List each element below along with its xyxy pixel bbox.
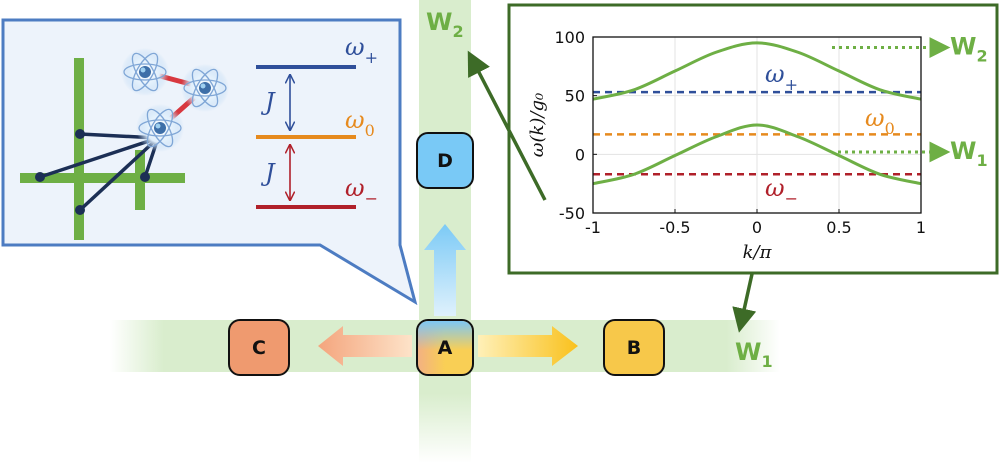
level-minus-label: ω− (345, 174, 378, 208)
inset-bubble (1, 18, 418, 306)
arrow-to-b (478, 326, 578, 366)
w2-label: W2 (426, 8, 464, 41)
pointer-to-w2 (467, 50, 547, 201)
node-d-label: D (437, 150, 453, 172)
pointer-to-w1 (732, 273, 757, 333)
chart-w2-label: W2 (950, 33, 988, 66)
atom-icon (136, 104, 184, 152)
omega-zero-label: ω0 (865, 104, 895, 138)
arrow-to-c (318, 326, 412, 366)
node-b: B (603, 319, 665, 376)
node-c: C (228, 319, 290, 376)
y-tick-label: 50 (565, 87, 585, 106)
node-c-label: C (252, 337, 266, 359)
series-line-band (592, 41, 922, 101)
lattice-grid (20, 58, 185, 240)
x-tick-label: 0.5 (826, 218, 851, 237)
omega-minus-label: ω− (765, 174, 798, 208)
level-plus-label: ω+ (345, 33, 378, 67)
node-a: A (416, 319, 474, 376)
level-zero-label: ω0 (345, 106, 375, 140)
y-tick-label: -50 (559, 204, 585, 223)
x-tick-label: 1 (916, 218, 926, 237)
atom-icon (181, 64, 229, 112)
node-a-label: A (438, 337, 453, 359)
y-tick-label: 100 (554, 28, 585, 47)
coupling-points (35, 129, 150, 215)
omega-plus-label: ω+ (765, 60, 798, 94)
y-axis-label: ω(k)/g₀ (527, 93, 548, 157)
node-b-label: B (627, 337, 641, 359)
x-tick-label: 0 (752, 218, 762, 237)
arrow-to-d (424, 224, 466, 316)
series-line-band (592, 123, 922, 186)
y-tick-label: 0 (575, 145, 585, 164)
x-tick-label: -0.5 (659, 218, 690, 237)
atoms (121, 48, 229, 152)
chart-w1-label: W1 (950, 137, 988, 170)
x-axis-label: k/π (743, 242, 773, 263)
atom-icon (121, 48, 169, 96)
w1-label: W1 (735, 338, 773, 371)
node-d: D (416, 132, 474, 189)
x-tick-label: -1 (585, 218, 601, 237)
